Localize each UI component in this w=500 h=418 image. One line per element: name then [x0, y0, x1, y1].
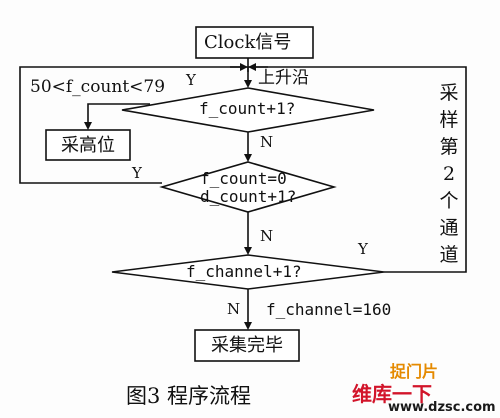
side-label-vertical: 采 样 第 2 个 通 道	[436, 80, 462, 269]
done-box	[194, 329, 300, 362]
sample-high-label: 采高位	[61, 135, 115, 156]
watermark-main-text: 维库一下	[352, 382, 432, 406]
figure-caption: 图3 程序流程	[126, 384, 252, 408]
loop-d3-line	[248, 66, 467, 273]
loop-d2-line	[19, 66, 248, 184]
d3-no-label: N	[227, 300, 241, 318]
decision2-label-line2: d_count+1?	[200, 187, 297, 206]
side-label-char: 第	[439, 136, 459, 158]
d1-yes-line	[84, 103, 150, 130]
rising-edge-label: 上升沿	[258, 68, 309, 88]
side-label-char: 道	[439, 244, 459, 266]
sample-high-box	[45, 129, 131, 161]
d2-no-label: N	[260, 227, 274, 245]
side-label-char: 通	[439, 217, 459, 239]
range-condition-label: 50<f_count<79	[30, 77, 166, 97]
watermark-top-text: 捉门片	[390, 362, 439, 381]
clock-label: Clock信号	[204, 32, 292, 53]
d3-yes-label: Y	[358, 240, 368, 258]
decision3-label: f_channel+1?	[186, 262, 302, 281]
d1-yes-label: Y	[186, 71, 196, 89]
channel-end-label: f_channel=160	[266, 300, 392, 319]
d1-no-label: N	[260, 133, 274, 151]
decision2-label-line1: f_count=0	[200, 169, 287, 188]
side-label-char: 采	[439, 82, 459, 104]
watermark-url-text: www.dzsc.com	[388, 400, 496, 415]
side-label-char: 样	[439, 109, 459, 131]
d2-yes-label: Y	[132, 164, 142, 182]
clock-box	[195, 26, 314, 59]
done-label: 采集完毕	[211, 335, 283, 356]
side-label-char: 2	[442, 163, 456, 185]
side-label-char: 个	[439, 190, 459, 212]
decision1-label: f_count+1?	[199, 99, 296, 118]
